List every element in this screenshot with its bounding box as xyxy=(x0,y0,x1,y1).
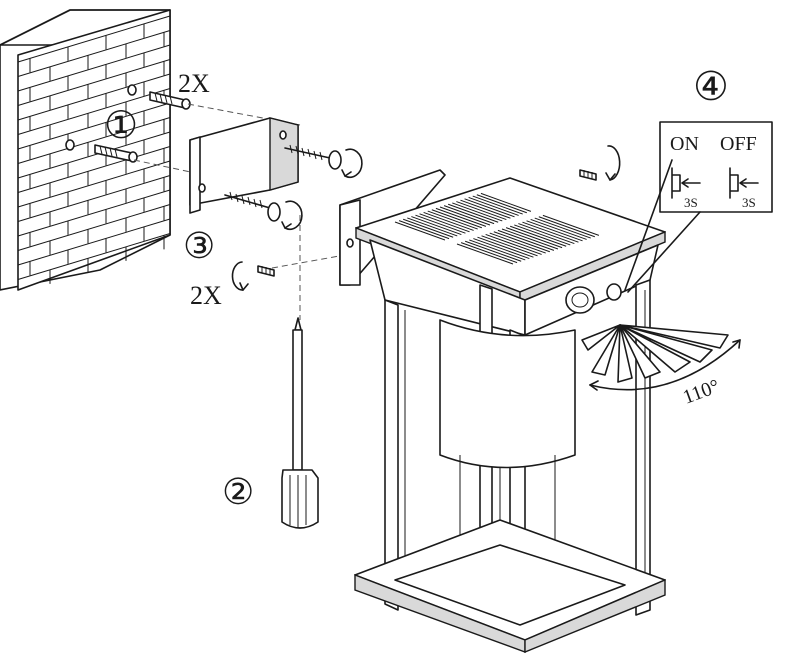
switch-off-label: OFF xyxy=(720,133,757,155)
wall-anchor-bottom xyxy=(94,144,138,163)
screwdriver: ② xyxy=(222,317,319,529)
switch-on-label: ON xyxy=(670,133,699,155)
anchor-quantity-label: 2X xyxy=(178,69,210,98)
lamp-fixing-screw-left xyxy=(231,261,275,291)
bracket-screw-bottom xyxy=(224,191,303,231)
switch-off-duration: 3S xyxy=(742,195,756,210)
brick-wall xyxy=(0,9,171,291)
step-1-marker: ① xyxy=(104,105,138,147)
step-2-marker: ② xyxy=(222,472,254,512)
lamp-fixing-screw-right xyxy=(579,145,621,181)
wall-anchor-top xyxy=(149,91,191,110)
solar-lantern xyxy=(339,169,666,654)
sensor-detection-zone: 110° xyxy=(581,324,741,409)
sensor-angle-label: 110° xyxy=(680,375,723,408)
bracket-screw-top xyxy=(284,144,363,179)
mount-screw-quantity-label: 2X xyxy=(190,281,222,310)
switch-on-duration: 3S xyxy=(684,195,698,210)
step-4-marker: ④ xyxy=(693,64,729,109)
motion-sensor xyxy=(565,286,595,314)
switch-instruction-panel: ON OFF 3S 3S xyxy=(659,121,773,213)
step-3-marker: ③ xyxy=(183,226,215,266)
mounting-bracket xyxy=(189,117,299,214)
power-button[interactable] xyxy=(606,283,622,301)
press-off-icon xyxy=(729,167,759,199)
press-on-icon xyxy=(671,167,701,199)
